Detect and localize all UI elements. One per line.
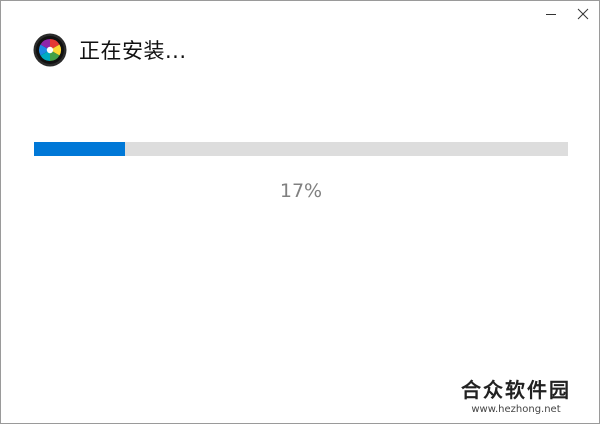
site-watermark: 合众软件园 www.hezhong.net xyxy=(461,374,571,415)
progress-fill xyxy=(34,142,125,156)
progress-percent-label: 17% xyxy=(279,180,323,202)
installing-title: 正在安装... xyxy=(79,39,187,63)
close-icon xyxy=(577,8,589,20)
install-progress-bar xyxy=(34,142,568,156)
minimize-button[interactable] xyxy=(535,1,567,27)
watermark-name: 合众软件园 xyxy=(461,378,571,402)
close-button[interactable] xyxy=(567,1,599,27)
window-controls xyxy=(535,1,599,27)
color-wheel-app-icon xyxy=(33,33,67,67)
installer-header: 正在安装... xyxy=(33,33,187,67)
watermark-url: www.hezhong.net xyxy=(471,404,561,415)
minimize-icon xyxy=(546,14,556,15)
